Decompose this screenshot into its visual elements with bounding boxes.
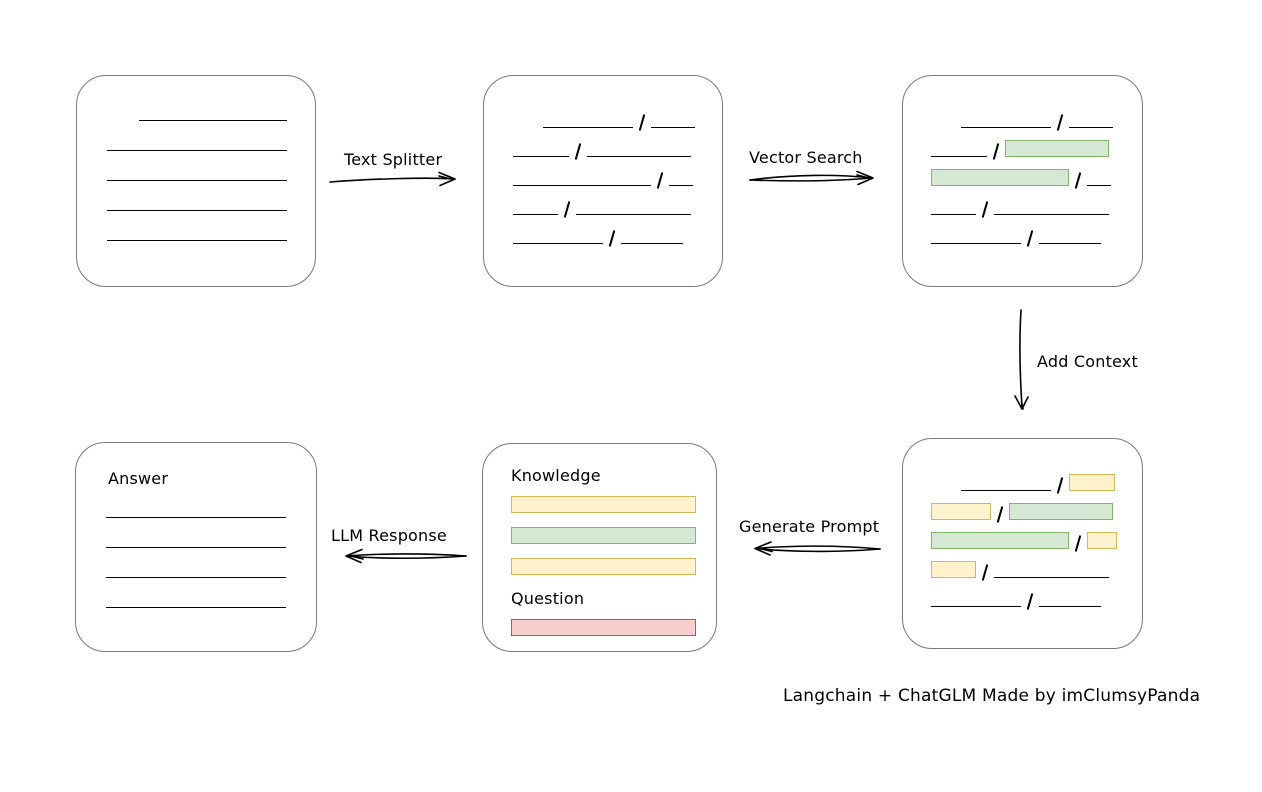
red-bar [511, 619, 696, 636]
text-line [107, 181, 287, 211]
text-line [961, 127, 1051, 128]
box-prompt: Knowledge Question [482, 443, 717, 652]
green-highlight-chunk [931, 169, 1069, 186]
text-line [139, 91, 287, 121]
yellow-highlight-chunk [931, 561, 976, 578]
chunk-row [931, 578, 1142, 610]
chunk-row [931, 549, 1142, 581]
text-line [1069, 127, 1113, 128]
add-context-arrow [1014, 309, 1029, 410]
question-bars [511, 619, 716, 636]
text-line [931, 243, 1021, 244]
chunk-row [513, 128, 722, 160]
text-line [994, 577, 1109, 578]
chunk-row [961, 99, 1142, 131]
generate-prompt-arrow [754, 541, 881, 556]
text-line [669, 185, 693, 186]
text-line [994, 214, 1109, 215]
text-line [107, 121, 287, 151]
vector-search-label: Vector Search [749, 148, 863, 167]
yellow-highlight-chunk [1069, 474, 1115, 491]
chunk-row [513, 186, 722, 218]
box-answer: Answer [75, 442, 317, 652]
chunk-row [931, 128, 1142, 160]
box-text-chunks [483, 75, 723, 287]
green-highlight-chunk [1005, 140, 1109, 157]
text-line [576, 214, 691, 215]
text-line [106, 548, 286, 578]
box-source-document [76, 75, 316, 287]
text-line [587, 156, 691, 157]
text-line [931, 214, 976, 215]
text-line [1039, 606, 1101, 607]
text-line [1087, 185, 1111, 186]
text-line [107, 151, 287, 181]
document-lines [77, 76, 315, 241]
chunk-rows-split [484, 76, 722, 247]
text-line [543, 127, 633, 128]
green-highlight-chunk [1009, 503, 1113, 520]
text-line [931, 606, 1021, 607]
chunk-row [931, 215, 1142, 247]
slash-separator [608, 230, 616, 247]
chunk-rows-matched [903, 76, 1142, 247]
chunk-row [961, 462, 1142, 494]
add-context-label: Add Context [1037, 352, 1138, 371]
knowledge-title: Knowledge [511, 466, 601, 485]
green-highlight-chunk [931, 532, 1069, 549]
chunk-row [931, 186, 1142, 218]
text-splitter-label: Text Splitter [344, 150, 443, 169]
text-line [106, 578, 286, 608]
slash-separator [1026, 593, 1034, 610]
yellow-bar [511, 558, 696, 575]
text-line [106, 488, 286, 518]
generate-prompt-label: Generate Prompt [739, 517, 880, 536]
text-line [621, 243, 683, 244]
chunk-row [931, 157, 1142, 189]
yellow-bar [511, 496, 696, 513]
box-context-chunks [902, 438, 1143, 649]
box-vector-search-results [902, 75, 1143, 287]
text-line [106, 518, 286, 548]
chunk-row [543, 99, 722, 131]
question-title: Question [511, 589, 585, 608]
text-line [651, 127, 695, 128]
chunk-row [513, 215, 722, 247]
chunk-row [931, 491, 1142, 523]
yellow-highlight-chunk [931, 503, 991, 520]
diagram-caption: Langchain + ChatGLM Made by imClumsyPand… [783, 686, 1201, 706]
text-line [513, 243, 603, 244]
text-line [1039, 243, 1101, 244]
text-splitter-arrow [329, 171, 456, 187]
answer-title: Answer [108, 469, 169, 488]
answer-lines [106, 488, 316, 608]
slash-separator [1026, 230, 1034, 247]
chunk-rows-context [903, 439, 1142, 610]
green-bar [511, 527, 696, 544]
vector-search-arrow [749, 170, 874, 186]
text-line [107, 211, 287, 241]
text-line [513, 156, 569, 157]
chunk-row [513, 157, 722, 189]
text-line [513, 214, 558, 215]
yellow-highlight-chunk [1087, 532, 1117, 549]
text-line [961, 490, 1051, 491]
text-line [513, 185, 651, 186]
llm-response-arrow [345, 548, 467, 564]
knowledge-bars [511, 496, 716, 575]
text-line [931, 156, 987, 157]
chunk-row [931, 520, 1142, 552]
llm-response-label: LLM Response [331, 526, 447, 545]
